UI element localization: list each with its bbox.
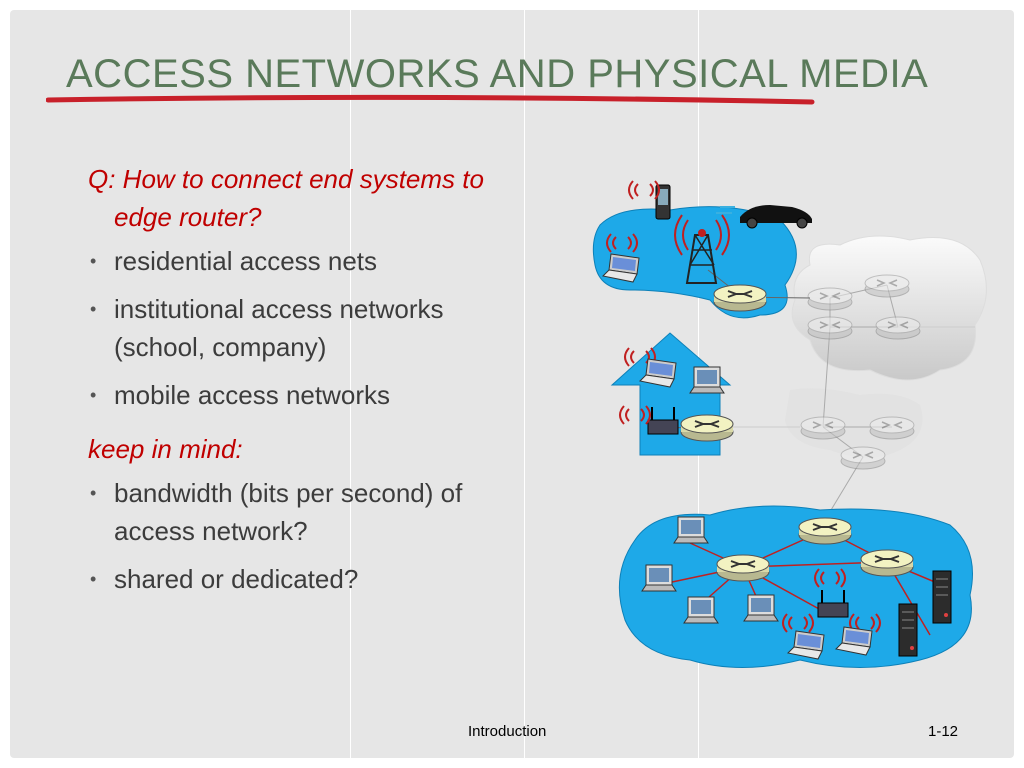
column-guide	[524, 10, 525, 758]
slide: ACCESS NETWORKS AND PHYSICAL MEDIA Q: Ho…	[10, 10, 1014, 758]
institutional-network	[618, 505, 973, 668]
bullet-text: bandwidth (bits per second) of access ne…	[114, 478, 463, 546]
bullet-item: •mobile access networks	[90, 380, 390, 410]
slide-title: ACCESS NETWORKS AND PHYSICAL MEDIA	[66, 52, 929, 96]
bullet-list-considerations: •bandwidth (bits per second) of access n…	[88, 474, 528, 598]
mobile-network	[592, 180, 812, 319]
keep-in-mind-heading: keep in mind:	[88, 434, 243, 464]
core-network	[720, 235, 987, 521]
bullet-text: residential access nets	[114, 246, 378, 276]
bullet-text: institutional access networks (school, c…	[114, 294, 444, 362]
bullet-item: •shared or dedicated?	[90, 564, 359, 594]
slide-content: Q: How to connect end systems to edge ro…	[88, 160, 528, 608]
bullet-item: •institutional access networks (school, …	[90, 294, 444, 362]
home-network	[610, 332, 800, 456]
bullet-text: mobile access networks	[114, 380, 390, 410]
page-number: 1-12	[928, 723, 959, 740]
bullet-item: •residential access nets	[90, 246, 378, 276]
title-underline	[46, 94, 815, 105]
wireless-router-icon	[647, 407, 679, 435]
network-diagram	[592, 180, 987, 668]
question-text: Q: How to connect end systems to edge ro…	[88, 164, 484, 232]
car-icon	[716, 205, 812, 229]
footer-title: Introduction	[468, 723, 547, 740]
wireless-router-icon	[817, 590, 849, 618]
column-guide	[350, 10, 351, 758]
bullet-list-access: •residential access nets •institutional …	[88, 242, 528, 414]
cell-tower-icon	[674, 214, 730, 284]
bullet-text: shared or dedicated?	[114, 564, 359, 594]
phone-icon	[628, 180, 671, 220]
bullet-item: •bandwidth (bits per second) of access n…	[90, 478, 463, 546]
